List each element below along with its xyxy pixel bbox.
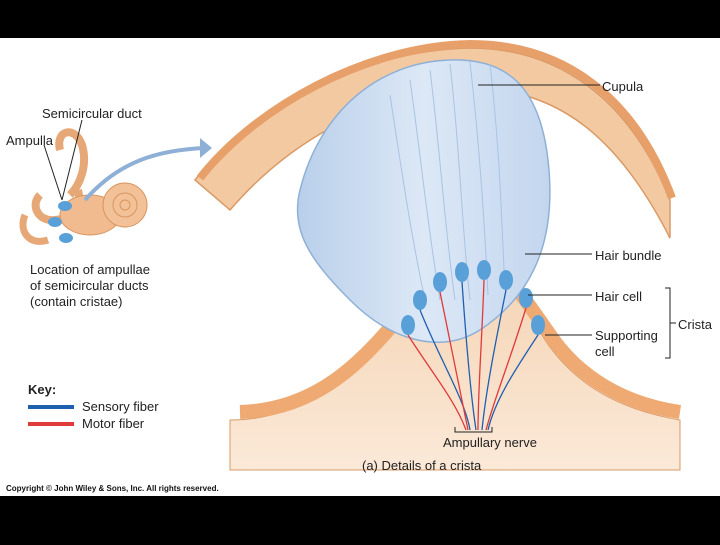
- key-title: Key:: [28, 382, 57, 397]
- pointer-arrowhead: [200, 138, 212, 158]
- wall-epithelium: [196, 39, 676, 200]
- label-ampullary-nerve: Ampullary nerve: [443, 435, 537, 450]
- label-location-line1: Location of ampullae: [30, 262, 150, 277]
- label-hair-bundle: Hair bundle: [595, 248, 662, 263]
- inner-ear-inset: [19, 128, 148, 245]
- pointer-arrow: [83, 146, 206, 202]
- label-supporting-cell-line2: cell: [595, 344, 615, 359]
- key-swatch-sensory: [28, 405, 74, 409]
- key-label-sensory: Sensory fiber: [82, 399, 159, 414]
- figure-caption: (a) Details of a crista: [362, 458, 482, 473]
- key-swatch-motor: [28, 422, 74, 426]
- label-location-line3: (contain cristae): [30, 294, 123, 309]
- leader-lines: [43, 84, 676, 433]
- label-ampulla: Ampulla: [6, 133, 53, 148]
- label-semicircular-duct: Semicircular duct: [42, 106, 142, 121]
- label-supporting-cell-line1: Supporting: [595, 328, 658, 343]
- hair-cells: [401, 260, 545, 335]
- label-crista: Crista: [678, 317, 712, 332]
- label-location-line2: of semicircular ducts: [30, 278, 149, 293]
- copyright-notice: Copyright © John Wiley & Sons, Inc. All …: [6, 484, 219, 493]
- label-hair-cell: Hair cell: [595, 289, 642, 304]
- nerve-fibers: [407, 279, 539, 431]
- label-cupula: Cupula: [602, 79, 644, 94]
- key-label-motor: Motor fiber: [82, 416, 145, 431]
